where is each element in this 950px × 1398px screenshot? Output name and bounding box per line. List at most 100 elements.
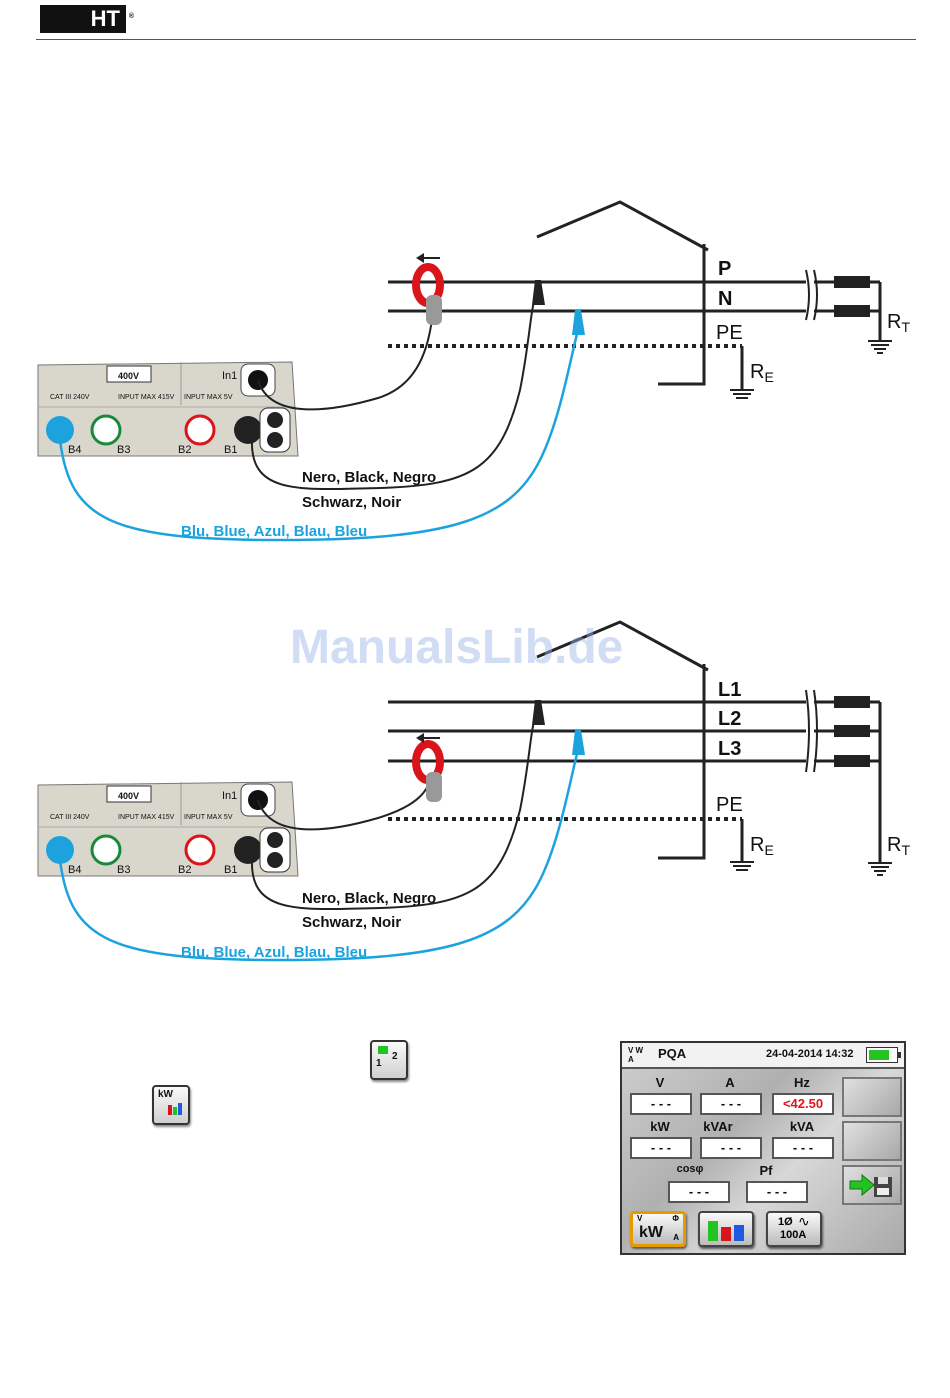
label-re: RE [750, 834, 774, 858]
cat-label: CAT III 240V [50, 394, 90, 401]
house-roof [536, 620, 709, 672]
terminal-b1 [234, 836, 262, 864]
label-hz: Hz [794, 1075, 810, 1090]
kw-button-label: kW [639, 1224, 663, 1241]
current-clamp [412, 733, 444, 802]
terminal-b3 [90, 414, 122, 446]
blue-probe [572, 730, 585, 755]
ground-symbol-re [730, 389, 754, 399]
terminal-b2 [184, 834, 216, 866]
transformer-winding-1 [834, 696, 870, 708]
label-rt: RT [887, 834, 910, 858]
kw-view-button[interactable]: V Φ kW A [630, 1211, 686, 1247]
ground-symbol-rt [868, 862, 892, 876]
black-cable-label-1: Nero, Black, Negro [302, 890, 436, 907]
transformer-winding-2 [834, 725, 870, 737]
label-p: P [718, 258, 731, 280]
in1-label: In1 [222, 370, 237, 382]
house-wall [658, 244, 706, 386]
value-a: - - - [700, 1093, 762, 1115]
current-clamp [412, 253, 444, 325]
side-button-1[interactable] [842, 1077, 902, 1117]
terminal-b3 [90, 834, 122, 866]
black-cable-label-2: Schwarz, Noir [302, 914, 401, 931]
label-kva: kVA [789, 1119, 815, 1134]
bar-graph-button[interactable] [698, 1211, 754, 1247]
clamp-cable [257, 319, 433, 411]
terminal-b2-label: B2 [178, 864, 191, 876]
label-l2: L2 [718, 708, 741, 730]
label-v: V [655, 1075, 665, 1090]
diagram-three-phase: L1 L2 L3 PE RE RT 400V CAT III 240V INPU… [37, 620, 910, 962]
terminal-b4-label: B4 [68, 444, 81, 456]
house-roof [536, 200, 709, 252]
save-icon [849, 1173, 892, 1197]
battery-icon [866, 1047, 901, 1063]
screen-title: PQA [658, 1046, 687, 1061]
sine-icon: ∿ [798, 1213, 810, 1229]
value-pf: - - - [746, 1181, 808, 1203]
terminal-b2-label: B2 [178, 444, 191, 456]
blue-cable-label: Blu, Blue, Azul, Blau, Bleu [181, 523, 367, 540]
break-mark [805, 269, 818, 321]
warning-label: 400V [118, 371, 139, 381]
label-n: N [718, 288, 732, 310]
label-cosphi: cosφ [676, 1163, 704, 1175]
arrow-green [378, 1046, 388, 1054]
cat-label: CAT III 240V [50, 814, 90, 821]
input-max-in: INPUT MAX 5V [184, 394, 233, 401]
connection-12-icon[interactable]: 1 2 [370, 1040, 408, 1080]
in1-label: In1 [222, 790, 237, 802]
terminal-b3-label: B3 [117, 864, 130, 876]
trademark: ® [128, 13, 134, 20]
instrument-panel: 400V CAT III 240V INPUT MAX 415V INPUT M… [37, 361, 299, 457]
warning-label: 400V [118, 791, 139, 801]
label-pf: Pf [759, 1163, 773, 1178]
terminal-b1-label: B1 [224, 444, 237, 456]
value-kw: - - - [630, 1137, 692, 1159]
label-a: A [725, 1075, 735, 1090]
black-cable-label-2: Schwarz, Noir [302, 494, 401, 511]
terminal-b4 [46, 416, 74, 444]
clamp-cable [257, 774, 433, 831]
input-max-in: INPUT MAX 5V [184, 814, 233, 821]
black-probe [532, 280, 545, 305]
side-button-2[interactable] [842, 1121, 902, 1161]
blue-cable [58, 329, 580, 542]
input-max-b: INPUT MAX 415V [118, 814, 175, 821]
transformer-winding-1 [834, 276, 870, 288]
label-re: RE [750, 361, 774, 385]
brand-text: HT [90, 6, 120, 31]
transformer-winding-2 [834, 305, 870, 317]
kw-meter-icon[interactable]: kW [152, 1085, 190, 1125]
terminal-b3-label: B3 [117, 444, 130, 456]
range-button[interactable]: 1Ø ∿ 100A [766, 1211, 822, 1247]
black-probe [532, 700, 545, 725]
screen-datetime: 24-04-2014 14:32 [766, 1048, 854, 1060]
ht-logo: HT ® [40, 5, 134, 33]
value-hz: <42.50 [772, 1093, 834, 1115]
value-kvar: - - - [700, 1137, 762, 1159]
black-cable [250, 289, 538, 491]
terminal-b2 [184, 414, 216, 446]
terminal-b4 [46, 836, 74, 864]
label-kw: kW [650, 1119, 670, 1134]
label-rt: RT [887, 311, 910, 335]
watermark: ManualsLib.de [290, 621, 624, 674]
range-button-line2: 100A [780, 1229, 807, 1241]
label-pe: PE [716, 322, 743, 344]
input-max-b: INPUT MAX 415V [118, 394, 175, 401]
header-divider [36, 39, 916, 40]
instrument-panel: 400V CAT III 240V INPUT MAX 415V INPUT M… [37, 781, 299, 877]
black-cable-label-1: Nero, Black, Negro [302, 469, 436, 486]
label-kvar: kVAr [703, 1119, 733, 1134]
terminal-b1 [234, 416, 262, 444]
save-button[interactable] [842, 1165, 902, 1205]
blue-cable-label: Blu, Blue, Azul, Blau, Bleu [181, 944, 367, 961]
black-cable [250, 709, 538, 911]
label-l1: L1 [718, 679, 741, 701]
terminal-b4-label: B4 [68, 864, 81, 876]
range-button-line1: 1Ø [778, 1216, 793, 1228]
